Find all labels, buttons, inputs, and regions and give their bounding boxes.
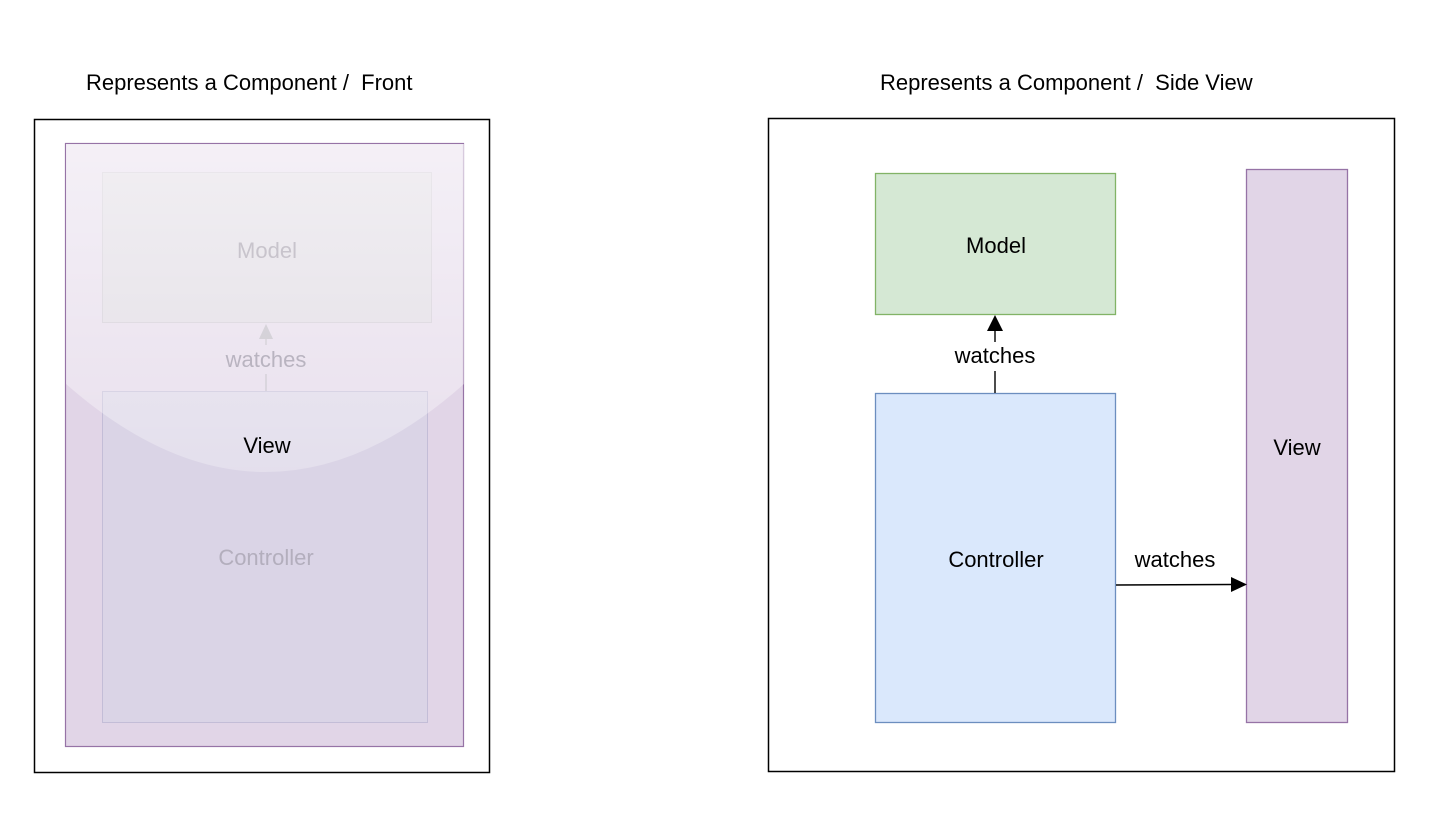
front-watches-label: watches [225,347,307,372]
front-gloss-overlay [66,144,464,472]
side-controller-box[interactable] [874,392,1117,724]
side-view-title: Represents a Component / Side View [880,70,1253,95]
front-view-title: Represents a Component / Front [86,70,413,95]
side-watches-top-arrowhead [987,315,1003,331]
side-view-group: Model watches Controller watches View [767,117,1396,773]
side-watches-right-arrowhead [1231,577,1247,592]
front-view-label: View [243,433,290,458]
side-controller-label: Controller [948,547,1043,572]
side-view-label: View [1273,435,1320,460]
front-controller-label: Controller [218,545,313,570]
side-watches-right-label: watches [1134,547,1216,572]
side-model-box[interactable] [874,172,1117,316]
side-model-label: Model [966,233,1026,258]
front-model-label: Model [237,238,297,263]
side-watches-top-label: watches [954,343,1036,368]
side-view-box[interactable] [1245,168,1349,724]
side-watches-right-line [1115,583,1233,586]
front-view-group: Model watches View Controller [33,118,491,774]
